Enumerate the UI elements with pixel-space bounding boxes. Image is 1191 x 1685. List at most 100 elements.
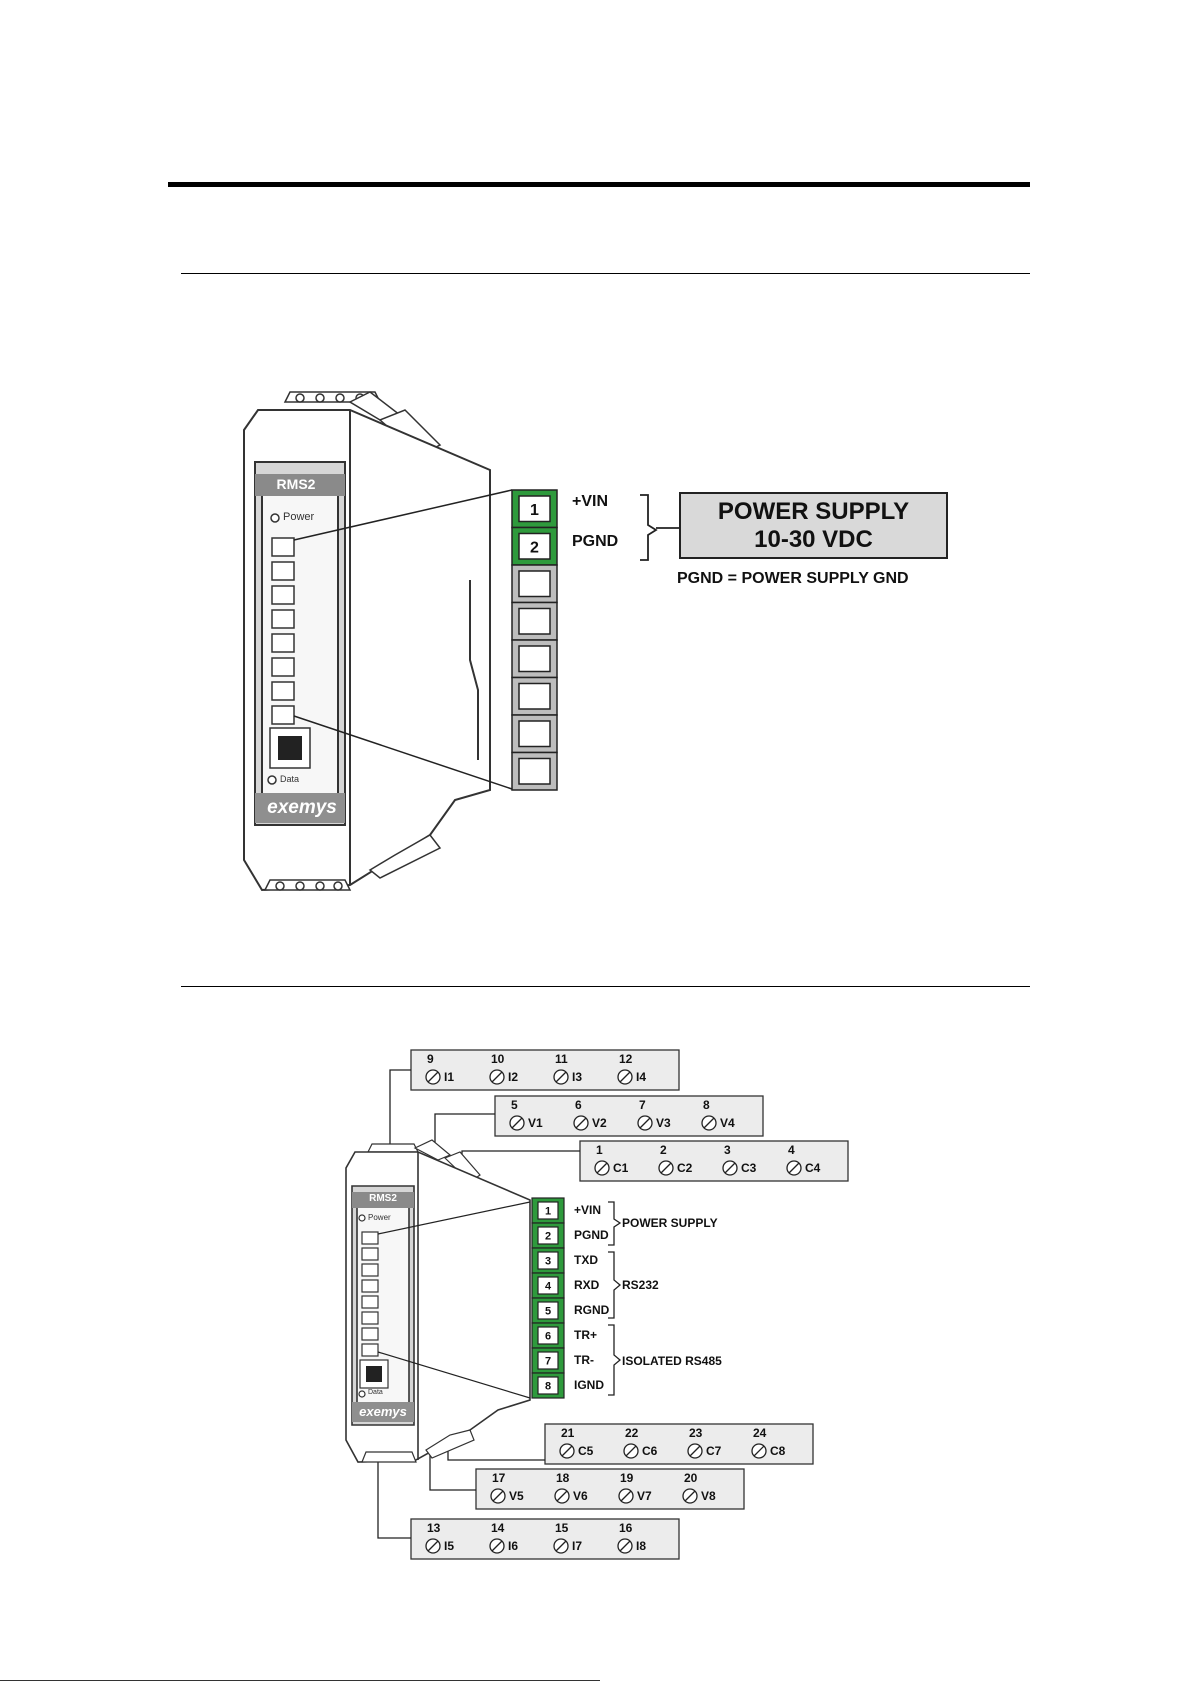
strip-terminal-signal: I5 — [444, 1539, 455, 1553]
device1-power-label: Power — [283, 511, 315, 523]
callout-line-bottom — [293, 715, 513, 790]
device2-data-led — [358, 1390, 366, 1398]
terminal2-slot — [537, 1251, 559, 1270]
strip-terminal-signal: I8 — [636, 1539, 647, 1553]
screw-slot — [596, 1162, 608, 1174]
terminal-slot — [518, 720, 551, 748]
strip-terminal-number: 19 — [620, 1471, 634, 1485]
strip-terminal-number: 21 — [561, 1426, 575, 1440]
terminal-number: 2 — [530, 539, 539, 556]
screw-slot — [492, 1490, 504, 1502]
strip-terminal-signal: I3 — [572, 1070, 583, 1084]
terminal2-signal: IGND — [574, 1378, 604, 1392]
strip-terminal-number: 13 — [427, 1521, 441, 1535]
strip-terminal-signal: C8 — [770, 1444, 786, 1458]
terminal2-slot — [537, 1301, 559, 1320]
strip-terminal-number: 10 — [491, 1052, 505, 1066]
strip-terminal-number: 17 — [492, 1471, 506, 1485]
callout2-line-top — [377, 1201, 531, 1235]
screw-slot — [620, 1490, 632, 1502]
section-divider-1 — [181, 273, 1030, 274]
terminal-strip — [579, 1140, 849, 1182]
screw-slot — [660, 1162, 672, 1174]
terminal-slot — [518, 495, 551, 523]
screw-slot — [427, 1540, 439, 1552]
terminal2-signal: RGND — [574, 1303, 610, 1317]
strip-terminal-number: 9 — [427, 1052, 434, 1066]
terminal-strip — [475, 1468, 745, 1510]
group-isolated-rs485: ISOLATED RS485 — [622, 1354, 722, 1368]
strip-terminal-signal: I1 — [444, 1070, 455, 1084]
device2-power-label: Power — [368, 1213, 391, 1222]
strip-terminal-signal: V5 — [509, 1489, 524, 1503]
screw-slot — [427, 1071, 439, 1083]
strip-terminal-number: 24 — [753, 1426, 767, 1440]
device1-brand-logo: exemys — [267, 797, 337, 818]
device2-brand-logo: exemys — [359, 1404, 407, 1419]
terminal2-slot — [537, 1276, 559, 1295]
terminal2-number: 2 — [545, 1231, 551, 1243]
strip-terminal-signal: I7 — [572, 1539, 583, 1553]
device1-power-led — [270, 513, 280, 523]
device2-label-band — [352, 1192, 414, 1208]
device1-data-led — [267, 775, 277, 785]
device1-bottom-connectors — [263, 834, 442, 891]
terminal-strip — [544, 1423, 814, 1465]
terminal2-slot — [537, 1326, 559, 1345]
screw-slot — [619, 1071, 631, 1083]
screw-slot — [753, 1445, 765, 1457]
strip-terminal-signal: C7 — [706, 1444, 722, 1458]
device2-model-label: RMS2 — [369, 1193, 397, 1204]
terminal2-number: 4 — [545, 1281, 552, 1293]
terminal2-slot — [537, 1376, 559, 1395]
strip-terminal-signal: V4 — [720, 1116, 735, 1130]
screw-slot — [639, 1117, 651, 1129]
strip-terminal-number: 18 — [556, 1471, 570, 1485]
device2-usb-port — [359, 1359, 389, 1389]
strip-terminal-number: 1 — [596, 1143, 603, 1157]
terminal-slot — [518, 532, 551, 560]
device1-label-band — [255, 474, 345, 496]
screw-slot — [555, 1071, 567, 1083]
terminal2-signal: TR+ — [574, 1328, 598, 1342]
terminal-strip — [410, 1049, 680, 1091]
strip-terminal-signal: C6 — [642, 1444, 658, 1458]
device1-data-label: Data — [280, 774, 300, 784]
power-supply-voltage: 10-30 VDC — [754, 526, 873, 553]
device2-brand-band — [352, 1402, 414, 1422]
device2-bottom-connectors — [361, 1429, 475, 1463]
signal-vin: +VIN — [572, 493, 609, 510]
callout2-line-bottom — [377, 1351, 531, 1399]
signal-pgnd: PGND — [572, 533, 619, 550]
strip-terminal-number: 8 — [703, 1098, 710, 1112]
strip-terminal-signal: V3 — [656, 1116, 671, 1130]
terminal2-slot — [537, 1351, 559, 1370]
terminal2-number: 1 — [545, 1206, 551, 1218]
strip-terminal-number: 22 — [625, 1426, 639, 1440]
strip-terminal-number: 3 — [724, 1143, 731, 1157]
footnote-rule — [0, 1680, 600, 1681]
strip-terminal-number: 16 — [619, 1521, 633, 1535]
terminal2-slot — [537, 1201, 559, 1220]
device1-brand-band — [255, 793, 345, 823]
terminal-slot — [518, 570, 551, 598]
strip-terminal-signal: V2 — [592, 1116, 607, 1130]
device2-data-label: Data — [368, 1389, 383, 1396]
screw-slot — [689, 1445, 701, 1457]
power-bracket — [640, 494, 658, 561]
terminal-strip — [494, 1095, 764, 1137]
terminal-strip — [410, 1518, 680, 1560]
terminal2-number: 3 — [545, 1256, 551, 1268]
strip-terminal-signal: I4 — [636, 1070, 647, 1084]
strip-terminal-signal: C2 — [677, 1161, 693, 1175]
terminal2-signal: TR- — [574, 1353, 594, 1367]
power-supply-box — [679, 492, 948, 559]
section-divider-2 — [181, 986, 1030, 987]
strip-terminal-number: 11 — [555, 1052, 568, 1066]
strip-terminal-number: 12 — [619, 1052, 633, 1066]
callout-line-top — [293, 489, 513, 541]
terminal2-signal: TXD — [574, 1253, 598, 1267]
terminal2-signal: RXD — [574, 1278, 600, 1292]
